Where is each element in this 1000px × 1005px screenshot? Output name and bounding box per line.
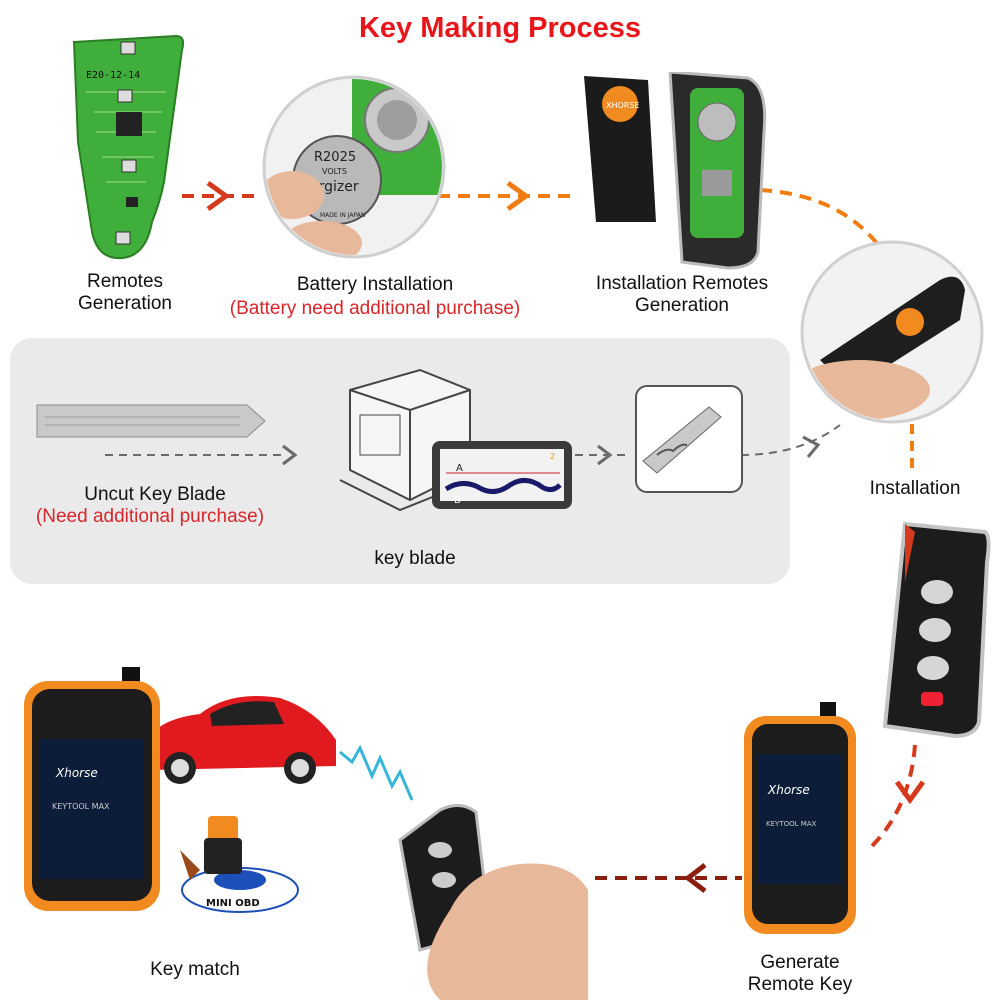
- svg-text:MADE IN JAPAN: MADE IN JAPAN: [320, 212, 365, 219]
- coin-battery-icon: R2025 VOLTS ergizer MADE IN JAPAN: [262, 75, 446, 259]
- label-line1: Remotes: [86, 271, 164, 292]
- obd-adapter-icon: MINI OBD: [160, 810, 300, 920]
- label-line2: Remote Key: [747, 974, 853, 995]
- svg-text:KEYTOOL MAX: KEYTOOL MAX: [52, 802, 110, 811]
- svg-text:VOLTS: VOLTS: [322, 167, 347, 176]
- step-installation-remotes-label: Installation Remotes Generation: [572, 273, 792, 317]
- pcb-board-icon: E20-12-14: [66, 32, 190, 262]
- unlock-icon: [919, 618, 951, 642]
- page-title: Key Making Process: [358, 12, 642, 44]
- signal-wave-icon: [339, 744, 414, 801]
- arrow-head-icon: [506, 180, 531, 212]
- hand-icon: [427, 863, 588, 1000]
- svg-text:Xhorse: Xhorse: [767, 783, 810, 797]
- key-blade-icon: [35, 403, 267, 439]
- label-line1: Generate: [760, 952, 840, 973]
- hand-icon: [266, 171, 324, 219]
- svg-text:R2025: R2025: [314, 150, 356, 165]
- step-key-blade-label: key blade: [374, 548, 456, 569]
- step-generate-remote-key-label: Generate Remote Key: [740, 952, 860, 996]
- label-line1: Installation Remotes: [595, 273, 769, 294]
- remote-shell-icon: XHORSE: [578, 70, 778, 272]
- car-icon: [140, 680, 340, 790]
- label-line2: Generation: [634, 295, 729, 316]
- svg-text:MINI OBD: MINI OBD: [206, 898, 260, 909]
- battery-note: (Battery need additional purchase): [229, 298, 521, 319]
- svg-text:Xhorse: Xhorse: [55, 766, 98, 780]
- label-line2: Generation: [77, 293, 172, 314]
- finished-remote: [875, 521, 991, 740]
- step-key-match-label: Key match: [150, 959, 240, 980]
- hand-with-remote: [380, 800, 590, 1000]
- key-profile-chart: A B 2: [432, 441, 572, 509]
- svg-text:XHORSE: XHORSE: [606, 101, 639, 110]
- trunk-icon: [917, 656, 949, 680]
- svg-text:2: 2: [550, 452, 555, 461]
- svg-text:KEYTOOL MAX: KEYTOOL MAX: [766, 820, 817, 828]
- svg-text:A: A: [456, 463, 463, 474]
- svg-text:E20-12-14: E20-12-14: [86, 70, 140, 81]
- step-battery-installation-label: Battery Installation: [296, 274, 454, 295]
- panic-icon: [921, 692, 943, 706]
- arrow-head-icon: [206, 180, 231, 212]
- step-installation-label: Installation: [869, 478, 961, 499]
- svg-text:B: B: [454, 495, 461, 506]
- step-remotes-generation-label: Remotes Generation: [60, 271, 190, 315]
- uncut-blade-note: (Need additional purchase): [35, 506, 265, 527]
- cut-key-box: [635, 385, 743, 493]
- keytool-max-device-left: Xhorse KEYTOOL MAX: [22, 665, 162, 915]
- lock-icon: [921, 580, 953, 604]
- installation-photo: [800, 240, 984, 424]
- arrow-remote-to-generate: [866, 744, 917, 852]
- step-uncut-key-blade-label: Uncut Key Blade: [84, 484, 226, 505]
- keytool-max-device-right: Xhorse KEYTOOL MAX: [740, 702, 860, 938]
